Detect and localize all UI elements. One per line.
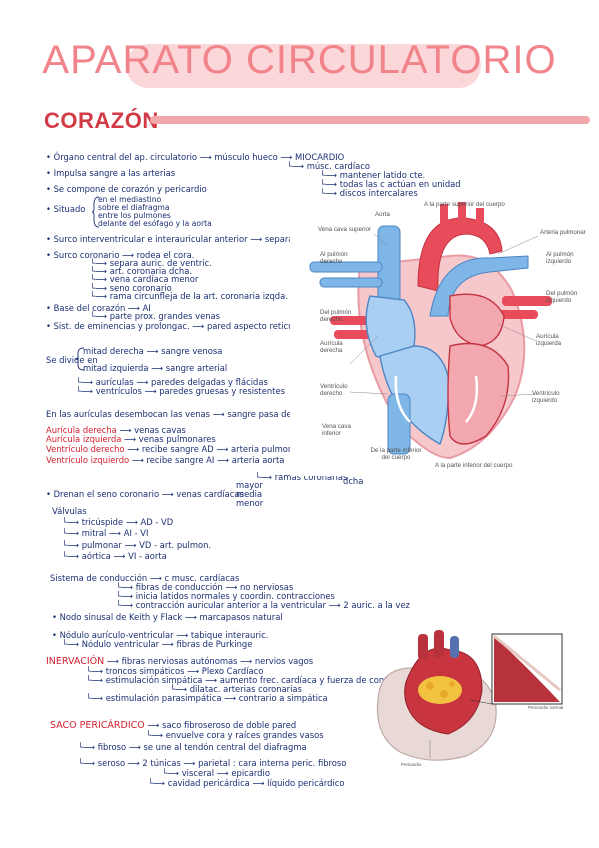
note-line: • Nódulo aurículo-ventricular ⟶ tabique … <box>52 630 269 640</box>
note-line: └⟶ seno coronario <box>90 283 172 293</box>
inervacion-heading: INERVACIÓN <box>46 656 105 667</box>
note-line: └⟶ fibras de conducción ⟶ no nerviosas <box>116 582 294 592</box>
diagram-label: Del pulmón izquierdo <box>546 290 578 304</box>
saco-heading: SACO PERICÁRDICO <box>50 720 145 731</box>
diagram-label: Aurícula izquierda <box>536 333 562 347</box>
chamber-desc: ⟶ venas pulmonares <box>121 434 216 444</box>
brace-icon <box>92 196 100 228</box>
note-line: ⟶ fibras nerviosas autónomas ⟶ nervios v… <box>104 656 314 666</box>
diagram-label: Vena cava superior <box>318 226 371 233</box>
note-line: └⟶ vena cardíaca menor <box>90 274 199 284</box>
note-line: • Surco coronario ⟶ rodea el cora. <box>46 250 195 260</box>
diagram-label: A la parte inferior del cuerpo <box>435 462 513 469</box>
note-line: └⟶ pulmonar ⟶ VD - art. pulmon. <box>62 540 212 550</box>
note-line: entre los pulmones <box>98 211 171 220</box>
note-line: └⟶ dilatac. arterias coronarias <box>170 684 302 694</box>
diagram-label: Arteria pulmonar <box>540 229 586 236</box>
chamber-label: Ventrículo izquierdo <box>46 455 130 465</box>
note-line: └⟶ parte prox. grandes venas <box>90 311 221 321</box>
pericardium-illustration <box>376 630 563 761</box>
note-line: └⟶ mantener latido cte. <box>320 170 426 180</box>
brace-icon <box>75 347 85 371</box>
section-heading: CORAZÓN <box>44 108 159 133</box>
note-line: • Se compone de corazón y pericardio <box>46 184 207 194</box>
heart-diagram <box>290 196 590 476</box>
note-line: └⟶ ramas coronarias <box>255 472 348 482</box>
note-line: └⟶ art. coronaria dcha. <box>90 266 193 276</box>
note-line: └⟶ separa auric. de ventric. <box>90 258 212 268</box>
note-line: mitad izquierda ⟶ sangre arterial <box>83 363 228 373</box>
chamber-desc: ⟶ recibe sangre AI ⟶ arteria aorta <box>129 455 285 465</box>
note-line: Se divide en <box>46 355 98 365</box>
note-line: Válvulas <box>52 506 87 516</box>
diagram-label: Aorta <box>375 211 390 218</box>
pericardium-label: Pericardio <box>401 762 422 767</box>
chamber-desc: ⟶ venas cavas <box>116 425 186 435</box>
note-line: └⟶ fibroso ⟶ se une al tendón central de… <box>78 742 307 752</box>
note-line: en el mediastino <box>98 195 162 204</box>
chamber-label: Ventrículo derecho <box>46 444 125 454</box>
note-line: ⟶ saco fibroseroso de doble pared <box>144 720 297 730</box>
note-line: En las aurículas desembocan las venas ⟶ … <box>46 409 360 419</box>
note-line: └⟶ tricúspide ⟶ AD - VD <box>62 517 174 527</box>
diagram-label: Ventrículo derecho <box>320 383 348 397</box>
note-line: • Surco interventricular e interauricula… <box>46 234 370 244</box>
note-line: └⟶ ventrículos ⟶ paredes gruesas y resis… <box>76 386 285 396</box>
note-line: media <box>236 489 263 499</box>
note-line: • Impulsa sangre a las arterias <box>46 168 176 178</box>
note-line: • Base del corazón ⟶ AI <box>46 303 151 313</box>
note-line: └⟶ visceral ⟶ epicardio <box>162 768 270 778</box>
note-line: └⟶ inicia latidos normales y coordin. co… <box>116 591 335 601</box>
note-line: menor <box>236 498 264 508</box>
diagram-label: A la parte superior del cuerpo <box>424 201 505 208</box>
diagram-label: Al pulmón derecho <box>320 251 348 265</box>
note-line: • Órgano central del ap. circulatorio ⟶ … <box>46 152 345 162</box>
note-line: Sistema de conducción ⟶ c musc. cardíaca… <box>50 573 240 583</box>
note-line: └⟶ músc. cardíaco <box>287 161 371 171</box>
note-line: delante del esófago y la aorta <box>98 219 212 228</box>
note-line: └⟶ aórtica ⟶ VI - aorta <box>62 551 167 561</box>
note-line: └⟶ Nódulo ventricular ⟶ fibras de Purkin… <box>62 639 253 649</box>
note-line: └⟶ aurículas ⟶ paredes delgadas y flácid… <box>76 377 268 387</box>
diagram-label: Ventrículo izquierdo <box>532 390 560 404</box>
chamber-desc: ⟶ recibe sangre AD ⟶ arteria pulmonar <box>124 444 302 454</box>
diagram-label: De la parte inferior del cuerpo <box>370 447 422 461</box>
note-line: sobre el diafragma <box>98 203 170 212</box>
page-title: APARATO CIRCULATORIO <box>42 38 557 82</box>
note-line: └⟶ rama circunfleja de la art. coronaria… <box>90 291 288 301</box>
diagram-label: Aurícula derecha <box>320 340 343 354</box>
note-line: └⟶ todas las c actúan en unidad <box>320 179 461 189</box>
title-highlight <box>126 44 481 88</box>
note-line: mayor <box>236 480 263 490</box>
diagram-label: Al pulmón izquierdo <box>546 251 574 265</box>
note-line: └⟶ discos intercalares <box>320 188 418 198</box>
note-line: └⟶ contracción auricular anterior a la v… <box>116 600 410 610</box>
note-line: └⟶ cavidad pericárdica ⟶ líquido pericár… <box>148 778 345 788</box>
note-line: mitad derecha ⟶ sangre venosa <box>83 346 223 356</box>
note-line: └⟶ seroso ⟶ 2 túnicas ⟶ parietal : cara … <box>78 758 347 768</box>
chamber-label: Aurícula derecha <box>46 425 117 435</box>
note-line: • Nodo sinusal de Keith y Flack ⟶ marcap… <box>52 612 283 622</box>
note-line: └⟶ estimulación parasimpática ⟶ contrari… <box>86 693 328 703</box>
note-line: • Drenan el seno coronario ⟶ venas cardí… <box>46 489 244 499</box>
chamber-label: Aurícula izquierda <box>46 434 122 444</box>
note-line: └⟶ estimulación simpática ⟶ aumento frec… <box>86 675 408 685</box>
note-line: • Situado <box>46 204 86 214</box>
note-line: └⟶ envuelve cora y raíces grandes vasos <box>146 730 324 740</box>
diagram-label: Del pulmón derecho <box>320 309 352 323</box>
diagram-label: Vena cava inferior <box>322 423 351 437</box>
note-line: dcha <box>343 476 364 486</box>
note-line: └⟶ mitral ⟶ AI - VI <box>62 528 149 538</box>
section-underline <box>150 116 590 124</box>
pericardium-label: Pericardio normal <box>528 705 564 710</box>
note-line: • Sist. de eminencias y prolongac. ⟶ par… <box>46 321 312 331</box>
note-line: └⟶ troncos simpáticos ⟶ Plexo Cardíaco <box>86 666 264 676</box>
